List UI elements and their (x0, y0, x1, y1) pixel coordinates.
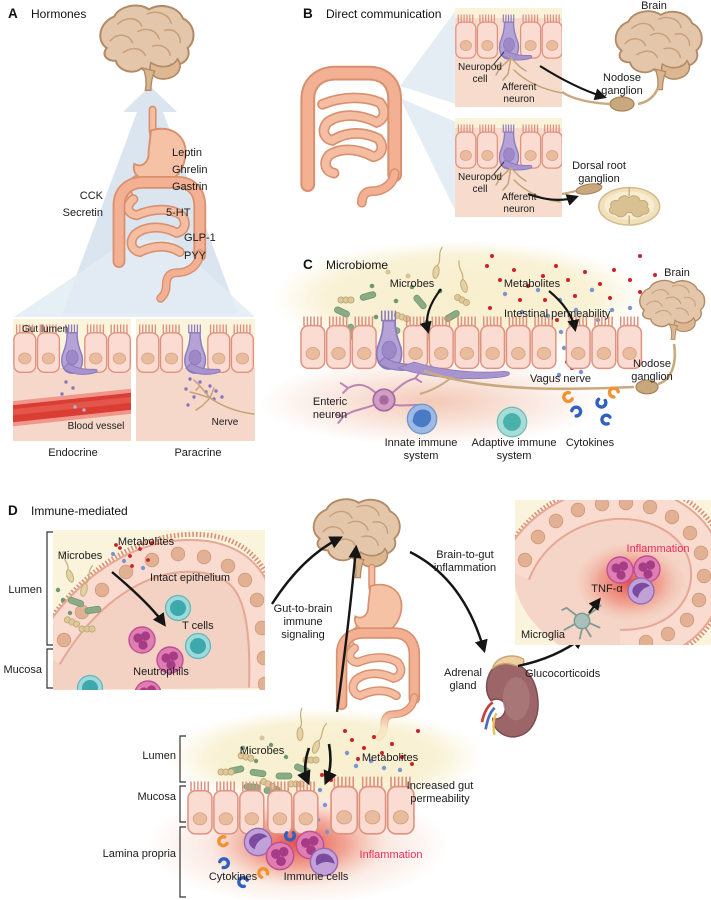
endocrine-inset (13, 319, 131, 441)
paracrine-inset (136, 319, 255, 441)
label-blood-vessel: Blood vessel (67, 421, 125, 432)
gut-to-brain-arrow-2 (335, 544, 362, 713)
brain-icon (99, 4, 195, 92)
intestine-icon (308, 73, 395, 203)
label-gastrin: Gastrin (172, 181, 208, 193)
label-intact-epithelium: Intact epithelium (149, 572, 231, 584)
nodose-ganglion-icon (609, 96, 635, 112)
label-pyy: PYY (184, 250, 207, 262)
adaptive-immune-cell-icon (496, 406, 528, 438)
label-glucocorticoids: Glucocorticoids (525, 668, 601, 680)
label-neutrophils: Neutrophils (133, 666, 189, 678)
panel-c-art (260, 240, 706, 446)
label-cytokines-c: Cytokines (565, 437, 615, 449)
label-lamina-propria: Lamina propria (102, 848, 176, 860)
panel-c-title: Microbiome (326, 258, 389, 272)
label-metabolites-d2: Metabolites (361, 752, 419, 764)
afferent-neuron-icon (493, 57, 562, 94)
panel-b-letter: B (303, 6, 313, 21)
label-brain-c: Brain (664, 267, 690, 279)
vagus-path (637, 87, 660, 106)
zoom-wedge (14, 240, 255, 317)
label-microbes-d2: Microbes (239, 745, 285, 757)
label-gut-lumen: Gut lumen (22, 324, 69, 335)
inflammation-inset (515, 500, 711, 645)
label-mucosa-bottom: Mucosa (137, 791, 176, 803)
label-adrenal-gland: Adrenal gland (444, 667, 482, 692)
panel-d-art (46, 498, 711, 900)
metabolites-icons-bottom (315, 729, 420, 835)
dorsal-root-ganglion-icon (575, 183, 603, 195)
label-dorsal-root-ganglion: Dorsal root ganglion (572, 160, 626, 185)
microbes-icons-bottom (217, 707, 329, 795)
label-intestinal-permeability: Intestinal permeability (504, 308, 611, 320)
caption-paracrine: Paracrine (174, 447, 222, 459)
label-tnf-alpha: TNF-α (591, 583, 623, 595)
blood-vessel-icon (13, 388, 131, 427)
label-inflammation-right: Inflammation (626, 543, 690, 555)
afferent-neuron-icon (493, 167, 561, 203)
label-nodose-ganglion-b: Nodose ganglion (601, 72, 643, 97)
left-inset-brackets (46, 531, 53, 689)
neuropod-inset-bottom (455, 118, 562, 217)
label-enteric-neuron: Enteric neuron (312, 396, 348, 421)
brain-icon (312, 498, 401, 579)
label-nerve: Nerve (211, 417, 239, 428)
label-gut-to-brain: Gut-to-brain immune signaling (273, 603, 333, 641)
vagus-nerve-path (423, 369, 635, 391)
spinal-cord-icon (598, 186, 661, 226)
panel-d-title: Immune-mediated (31, 504, 128, 518)
label-neuropod-cell-top: Neuropod cell (458, 62, 502, 85)
label-brain-to-gut: Brain-to-gut inflammation (433, 549, 497, 574)
innate-immune-cell-icon (406, 403, 438, 435)
label-mucosa-inset: Mucosa (3, 664, 42, 676)
panel-a-letter: A (8, 6, 18, 21)
panel-d-letter: D (8, 503, 18, 518)
label-brain-b: Brain (641, 0, 667, 12)
panel-a-title: Hormones (31, 7, 87, 21)
label-neuropod-cell-bottom: Neuropod cell (458, 172, 502, 195)
nerve-icon (189, 379, 255, 415)
label-lumen-inset: Lumen (8, 584, 42, 596)
label-adaptive-immune: Adaptive immune system (471, 437, 557, 462)
label-microglia: Microglia (520, 629, 566, 641)
panel-b-title: Direct communication (326, 7, 442, 21)
label-glp1: GLP-1 (184, 232, 216, 244)
label-leptin: Leptin (172, 147, 202, 159)
label-metabolites-d1: Metabolites (117, 536, 175, 548)
panel-b-art (308, 8, 703, 226)
label-afferent-neuron-bottom: Afferent neuron (501, 192, 537, 215)
intact-epithelium-inset (53, 530, 265, 690)
label-5ht: 5-HT (166, 207, 191, 219)
gut-to-brain-arrow-1 (270, 536, 343, 605)
label-afferent-neuron-top: Afferent neuron (501, 82, 537, 105)
brain-to-adrenal-arrow (409, 550, 488, 654)
label-t-cells: T cells (182, 620, 214, 632)
label-lumen-bottom: Lumen (142, 750, 176, 762)
panel-c-letter: C (303, 257, 313, 272)
label-vagus-nerve: Vagus nerve (530, 373, 591, 385)
arrow-to-nodose (539, 65, 607, 101)
neuropod-inset-top (455, 8, 562, 107)
epithelium-strip-bottom (188, 786, 318, 834)
label-microbes-c: Microbes (389, 278, 435, 290)
bottom-brackets (179, 735, 186, 898)
label-metabolites-c: Metabolites (503, 278, 561, 290)
label-innate-immune: Innate immune system (384, 437, 458, 462)
label-cytokines-d: Cytokines (208, 871, 258, 883)
caption-endocrine: Endocrine (48, 447, 98, 459)
label-ghrelin: Ghrelin (172, 164, 208, 176)
arrow-to-drg (527, 192, 579, 206)
label-nodose-ganglion-c: Nodose ganglion (631, 358, 673, 383)
brain-icon (639, 279, 706, 341)
label-inflammation-bottom: Inflammation (359, 849, 423, 861)
label-immune-cells: Immune cells (283, 871, 349, 883)
label-microbes-d1: Microbes (57, 550, 103, 562)
nodose-ganglion-icon (635, 379, 659, 395)
label-cck: CCK (79, 190, 103, 202)
label-secretin: Secretin (62, 207, 103, 219)
panel-a-art (13, 4, 255, 441)
label-increased-permeability: Increased gut permeability (406, 780, 474, 805)
